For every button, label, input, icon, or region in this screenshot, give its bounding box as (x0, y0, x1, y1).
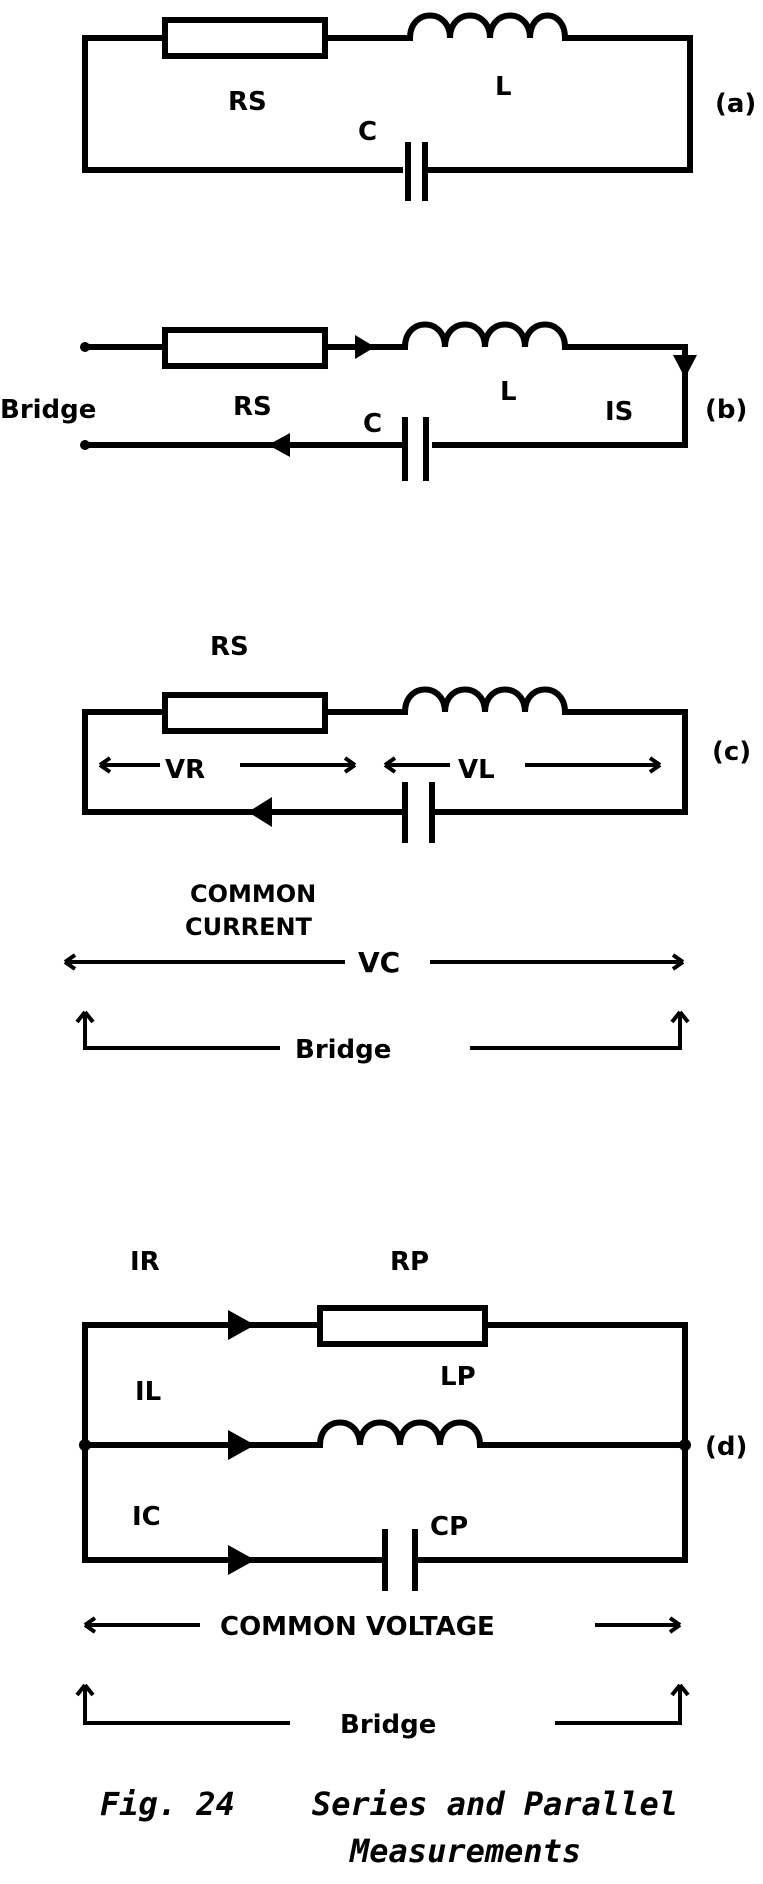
label-ic-d: IC (132, 1502, 161, 1532)
vr-arrow (98, 756, 357, 774)
label-bridge-d: Bridge (340, 1710, 436, 1740)
label-l-a: L (495, 72, 512, 102)
label-current-c: CURRENT (185, 913, 313, 941)
current-arrow-ir (228, 1310, 255, 1340)
current-arrow-ic (228, 1545, 255, 1575)
label-tag-b: (b) (705, 395, 747, 425)
label-il-d: IL (135, 1377, 161, 1407)
bridge-bracket-c (75, 1010, 690, 1050)
common-voltage-arrow (83, 1616, 682, 1634)
vc-arrow (63, 953, 685, 971)
label-rs-b: RS (233, 392, 272, 422)
bridge-bracket-d (75, 1683, 690, 1725)
label-tag-d: (d) (705, 1432, 747, 1462)
resistor-rs-a (162, 17, 328, 59)
label-ir-d: IR (130, 1247, 160, 1277)
inductor-l-a (406, 12, 569, 42)
label-bridge-b: Bridge (0, 395, 96, 425)
label-l-b: L (500, 377, 517, 407)
label-vc-c: VC (358, 946, 400, 979)
label-cp-d: CP (430, 1512, 468, 1542)
label-c-b: C (363, 409, 382, 439)
label-c-a: C (358, 117, 377, 147)
figure-caption-line2: Measurements (349, 1832, 581, 1870)
figure-caption-line1: Fig. 24 Series and Parallel (100, 1785, 678, 1823)
vl-arrow (383, 756, 662, 774)
resistor-rp-d (317, 1305, 488, 1347)
current-arrow-left-b (268, 433, 290, 457)
label-tag-c: (c) (712, 737, 751, 767)
current-arrow-right-b (355, 335, 375, 359)
label-rp-d: RP (390, 1247, 429, 1277)
resistor-rs-c (162, 692, 328, 734)
label-tag-a: (a) (715, 89, 756, 119)
label-rs-a: RS (228, 87, 267, 117)
circuit-b: Bridge RS L C IS (b) (0, 321, 747, 481)
circuit-c: RS VR VL COMMON CURRENT VC Bridge (c) (63, 632, 751, 1065)
label-rs-c: RS (210, 632, 249, 662)
label-common-c: COMMON (190, 880, 316, 908)
label-bridge-c: Bridge (295, 1035, 391, 1065)
circuit-a: RS L C (a) (82, 12, 756, 201)
current-arrow-left-c (248, 797, 272, 827)
label-is-b: IS (605, 397, 633, 427)
inductor-l-c (401, 686, 569, 716)
label-common-voltage-d: COMMON VOLTAGE (220, 1612, 495, 1642)
circuit-d: IR RP IL LP IC CP COMMON VOLTAGE Bridge … (75, 1247, 747, 1740)
label-lp-d: LP (440, 1362, 476, 1392)
inductor-lp-d (316, 1419, 484, 1449)
label-vl-c: VL (458, 755, 495, 785)
label-vr-c: VR (165, 755, 205, 785)
inductor-l-b (401, 321, 569, 351)
current-arrow-down-b (673, 355, 697, 378)
current-arrow-il (228, 1430, 255, 1460)
resistor-rs-b (162, 327, 328, 369)
